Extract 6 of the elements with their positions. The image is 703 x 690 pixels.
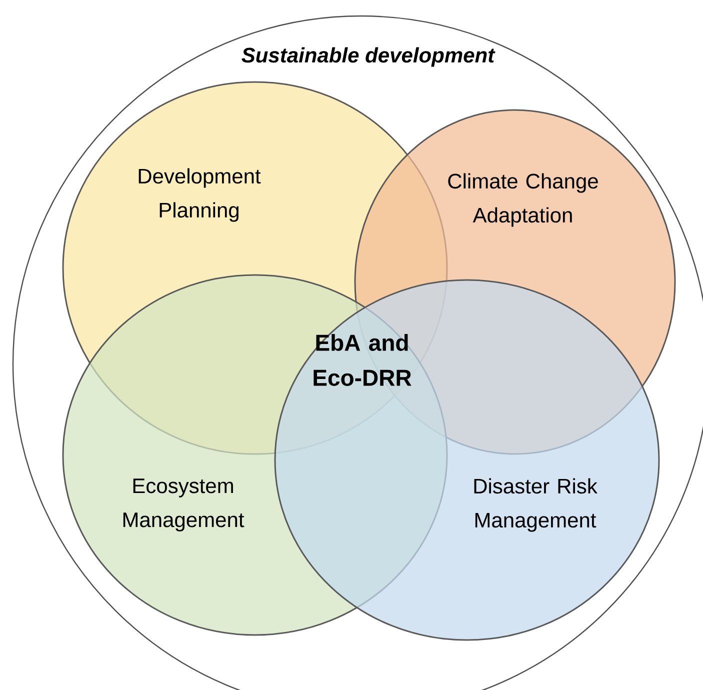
ellipse-label: Development Planning <box>138 168 261 222</box>
venn-ellipse <box>274 279 660 641</box>
ellipse-label: Climate Change Adaptation <box>448 173 598 227</box>
ellipse-label: Disaster Risk Management <box>474 478 598 532</box>
ellipse-label: Ecosystem Management <box>123 478 244 532</box>
diagram-title: Sustainable development <box>242 47 496 67</box>
